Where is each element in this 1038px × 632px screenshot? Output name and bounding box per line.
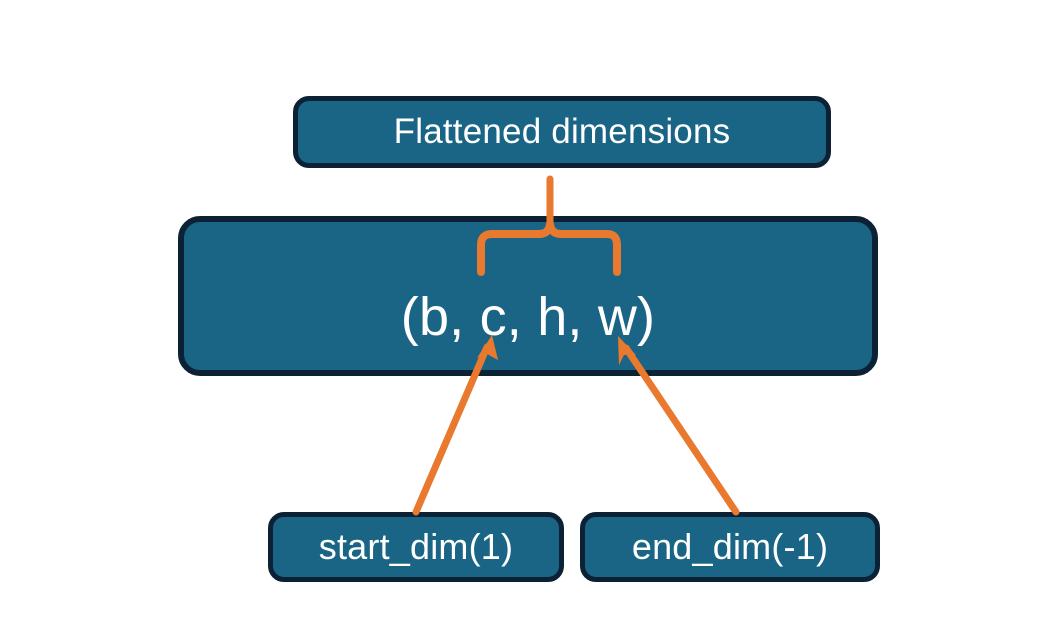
tensor-shape-label: (b, c, h, w) xyxy=(400,287,656,347)
start-dim-label: start_dim(1) xyxy=(318,526,514,567)
flattened-dimensions-label: Flattened dimensions xyxy=(393,112,731,151)
tensor-shape-box[interactable]: (b, c, h, w) xyxy=(178,216,878,376)
end-dim-label: end_dim(-1) xyxy=(631,526,829,567)
end-dim-box[interactable]: end_dim(-1) xyxy=(580,512,880,582)
flattened-dimensions-box[interactable]: Flattened dimensions xyxy=(293,96,831,168)
start-dim-box[interactable]: start_dim(1) xyxy=(268,512,564,582)
